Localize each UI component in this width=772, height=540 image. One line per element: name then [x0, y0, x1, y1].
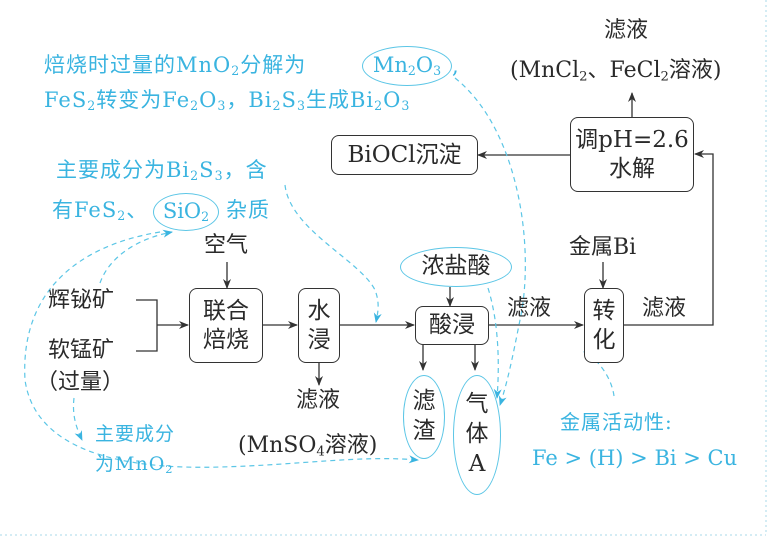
input-excess-note: （过量）	[36, 370, 125, 395]
mn2o3-highlight: Mn2O3	[362, 46, 452, 86]
dashed-ore-to-note	[99, 229, 173, 284]
activity-title: 金属活动性:	[560, 410, 673, 434]
input-ore-bismuthinite: 辉铋矿	[48, 288, 115, 313]
ore-note-line2: 有FeS2、	[52, 198, 149, 224]
final-solution: (MnCl2、FeCl2溶液)	[510, 58, 722, 85]
dashed-sio2-to-residue	[24, 231, 419, 468]
roast-note-line2: FeS2转变为Fe2O3，Bi2S3生成Bi2O3	[44, 88, 411, 114]
dashed-mn2o3-to-gas	[454, 77, 526, 406]
dashed-hcl-to-gas	[487, 287, 502, 399]
conversion-filtrate: 滤液	[642, 296, 687, 321]
sio2-highlight: SiO2	[153, 193, 219, 231]
residue: 滤渣	[403, 375, 445, 459]
mn-note-line1: 主要成分	[95, 423, 176, 445]
step-combined-roasting: 联合焙烧	[189, 288, 263, 363]
input-conc-hcl: 浓盐酸	[400, 247, 512, 287]
input-metal-bi: 金属Bi	[569, 235, 637, 260]
input-ore-pyrolusite: 软锰矿	[48, 338, 115, 363]
water-leach-filtrate: 滤液	[296, 388, 341, 413]
ore-note-line1: 主要成分为Bi2S3，含	[56, 158, 268, 184]
dashed-activity-to-convert	[583, 351, 615, 397]
input-air: 空气	[204, 233, 249, 258]
final-filtrate: 滤液	[604, 18, 649, 43]
dashed-mn-ore-to-note	[72, 397, 83, 441]
product-bioc-precipitate: BiOCl沉淀	[331, 135, 478, 175]
ore-bracket	[136, 299, 158, 352]
mn-note-line2: 为MnO2	[95, 453, 174, 476]
roast-note-line1: 焙烧时过量的MnO2分解为	[44, 53, 307, 79]
arrow-convert-to-hydrolysis	[623, 150, 714, 326]
activity-series: Fe > (H) > Bi > Cu	[532, 446, 738, 470]
step-water-leach: 水浸	[298, 288, 340, 363]
mnso4-solution: (MnSO4溶液)	[238, 433, 378, 460]
acid-leach-filtrate: 滤液	[507, 296, 552, 321]
step-acid-leach: 酸浸	[415, 306, 489, 345]
ore-note-impurity: 杂质	[226, 198, 270, 222]
comma: ,	[452, 54, 460, 78]
dashed-note-to-acidstream	[284, 184, 382, 323]
step-conversion: 转化	[584, 288, 624, 363]
